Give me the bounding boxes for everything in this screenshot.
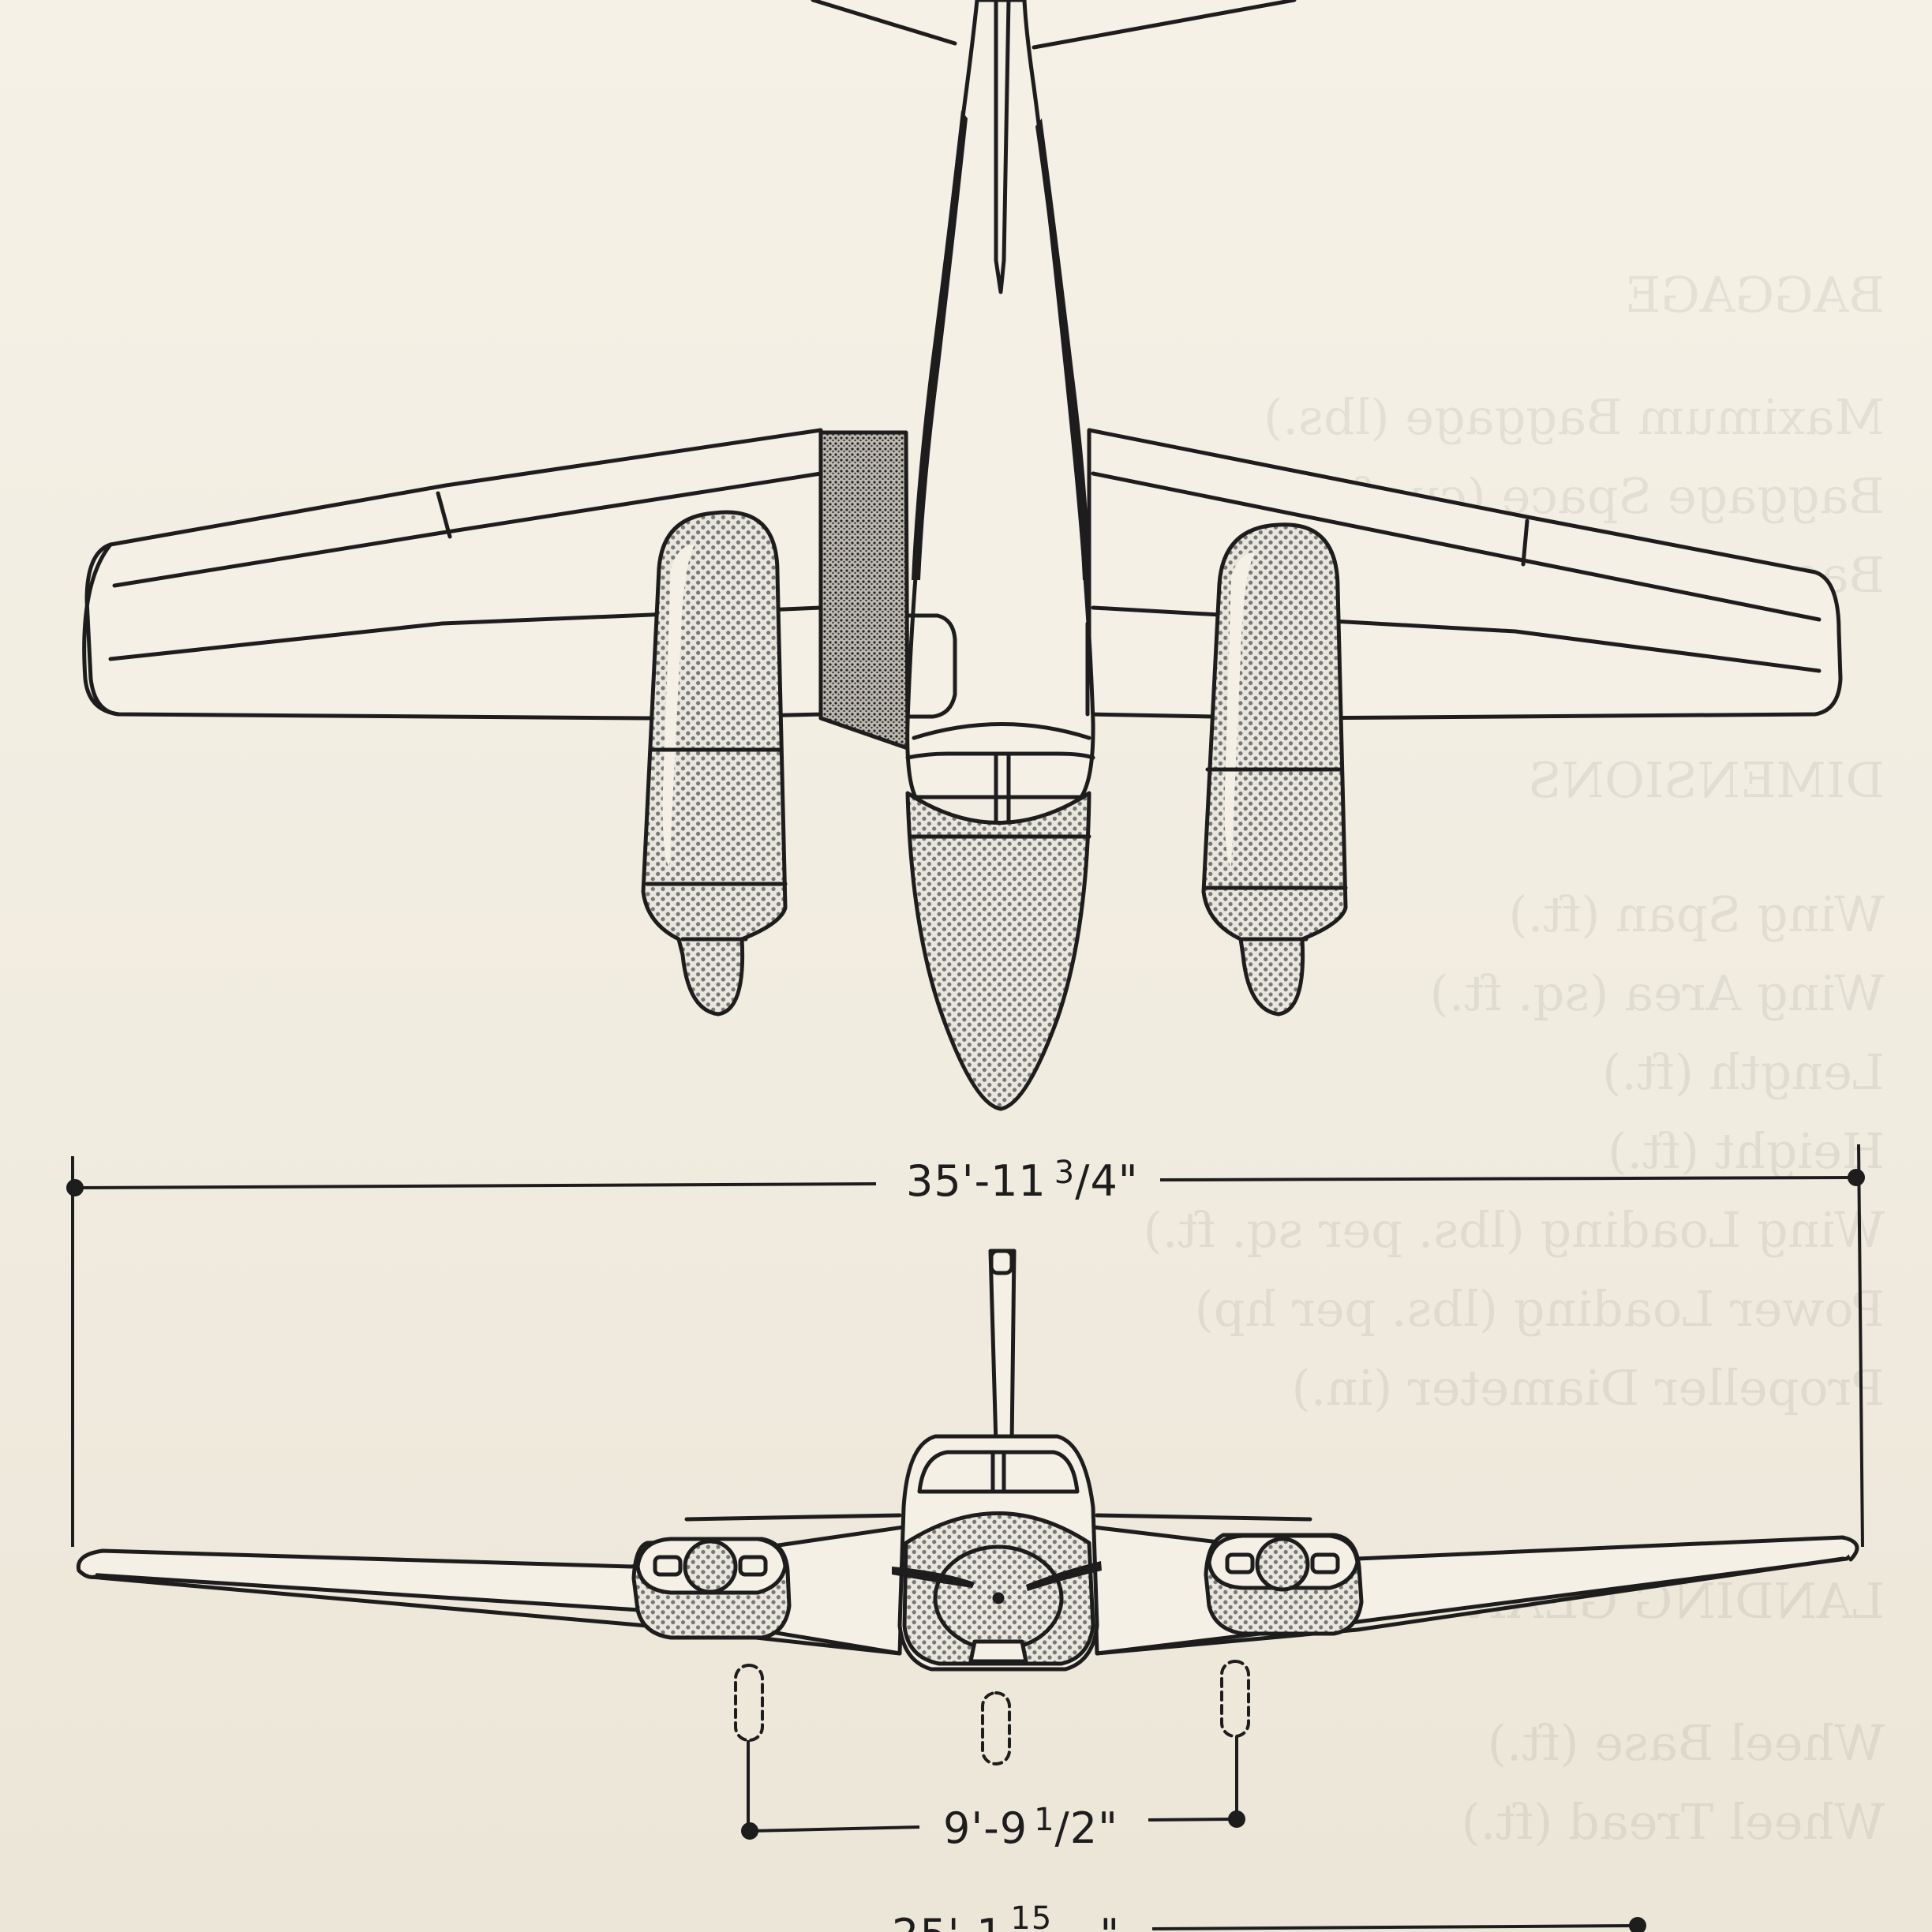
wingspan-line-right — [1159, 1176, 1857, 1181]
wing-root-line — [684, 1513, 1312, 1522]
wingspan-endpoint-left — [66, 1179, 84, 1196]
wingspan-inch-mark: " — [1118, 1156, 1139, 1206]
ghost-text: DIMENSIONS — [1528, 751, 1885, 809]
track-inch-mark: " — [1098, 1803, 1118, 1853]
nose-prop-blade-right — [1026, 1561, 1102, 1591]
nose-prop-blade-left — [892, 1567, 975, 1588]
partial-dimension — [1151, 1917, 1646, 1932]
phantom-landing-gear — [734, 1660, 1250, 1765]
horizontal-stabilizer — [811, 0, 1297, 50]
right-nacelle-highlight — [1224, 552, 1255, 868]
left-main-wheel-phantom — [734, 1664, 764, 1742]
wingspan-dash: - — [975, 1156, 991, 1206]
left-nacelle-panel-lines — [645, 747, 788, 942]
right-intake-left — [1225, 1552, 1255, 1574]
partial-dim-endpoint — [1629, 1917, 1646, 1932]
partial-dim-line — [1151, 1924, 1638, 1930]
ghost-text: BAGGAGE — [1625, 266, 1885, 324]
right-nacelle-panel-lines — [1204, 767, 1348, 942]
vertical-fin-line — [994, 0, 1011, 294]
nose-gear-door — [968, 1639, 1028, 1664]
left-wing-tip — [82, 542, 121, 717]
fuselage-shadow-left — [912, 110, 968, 580]
fuselage-shadow-right — [1035, 118, 1091, 580]
nose-cone — [905, 791, 1091, 1111]
track-inches: 9 — [1000, 1803, 1028, 1853]
windshield-front — [917, 1450, 1080, 1494]
wingspan-endpoint-right — [1848, 1169, 1865, 1186]
wing-walk-panel — [818, 430, 910, 751]
ghost-text: Propeller Diameter (in.) — [1291, 1359, 1885, 1417]
right-wingtip-cap — [1840, 1535, 1859, 1562]
track-line-right — [1148, 1818, 1236, 1822]
partial-dash: - — [960, 1910, 977, 1932]
windshield-front-centerpost — [990, 1450, 1006, 1494]
left-nacelle-highlight — [662, 545, 695, 868]
cabin-door — [905, 613, 957, 719]
wingspan-extension-right — [1857, 1144, 1864, 1548]
track-feet: 9' — [943, 1803, 983, 1853]
track-fraction-slash: / — [1055, 1803, 1070, 1853]
fin-tip-light — [989, 1249, 1014, 1275]
ghost-text: Wing Span (ft.) — [1508, 886, 1885, 943]
right-intake-right — [1310, 1552, 1340, 1574]
partial-feet: 25' — [892, 1910, 960, 1932]
front-view — [76, 1249, 1859, 1765]
left-intake-right — [738, 1555, 768, 1577]
wingspan-feet: 35' — [906, 1156, 975, 1206]
track-dash: - — [983, 1803, 1000, 1853]
wingspan-fraction-num: 3 — [1054, 1155, 1075, 1191]
partial-dim-label: 25'-1 15 " — [892, 1900, 1120, 1932]
ghost-text: Maximum Baggage (lbs.) — [1264, 388, 1885, 446]
left-wingtip-cap — [76, 1548, 105, 1579]
ghost-text: Wing Loading (lbs. per sq. ft.) — [1144, 1201, 1885, 1259]
vertical-fin-front — [988, 1249, 1017, 1447]
right-spinner — [1255, 1537, 1310, 1592]
wingspan-inches: 11 — [990, 1156, 1046, 1206]
partial-inch-mark: " — [1099, 1910, 1120, 1932]
ghost-text: Wheel Base (ft.) — [1488, 1714, 1885, 1772]
right-main-wheel-phantom — [1220, 1660, 1250, 1738]
left-aileron-break — [436, 491, 452, 539]
wingspan-fraction-slash: / — [1075, 1156, 1090, 1206]
show-through-text-group: BAGGAGE Maximum Baggage (lbs.) Baggage S… — [1144, 266, 1885, 1851]
nose-front — [902, 1511, 1095, 1666]
windshield-centerpost — [994, 751, 1011, 823]
right-wing-front-lower — [1095, 1556, 1845, 1656]
ghost-text: Wheel Tread (ft.) — [1461, 1793, 1885, 1851]
left-spinner — [683, 1539, 738, 1594]
wingspan-line-left — [74, 1182, 877, 1189]
partial-fraction-num: 15 — [1010, 1900, 1052, 1932]
track-fraction-den: 2 — [1070, 1803, 1098, 1853]
right-aileron-break — [1521, 519, 1530, 567]
nose-spinner — [992, 1592, 1005, 1604]
ghost-text: Power Loading (lbs. per hp) — [1195, 1280, 1885, 1338]
track-line-left — [749, 1825, 920, 1833]
windshield-frame — [905, 722, 1095, 760]
top-view — [82, 0, 1843, 1111]
gear-track-dimension — [741, 1736, 1245, 1840]
left-intake-left — [653, 1555, 683, 1577]
left-aileron-line — [112, 471, 823, 588]
ghost-text: Length (ft.) — [1602, 1043, 1885, 1101]
wingspan-fraction-den: 4 — [1090, 1156, 1118, 1206]
track-endpoint-right — [1228, 1810, 1245, 1828]
track-fraction-num: 1 — [1034, 1802, 1054, 1838]
nose-wheel-phantom — [981, 1691, 1011, 1765]
partial-inches: 1 — [976, 1910, 1004, 1932]
ghost-text: Height (ft.) — [1608, 1122, 1885, 1180]
ghost-text: Wing Area (sq. ft.) — [1430, 964, 1885, 1022]
wingspan-dimension — [66, 1144, 1865, 1548]
track-endpoint-left — [741, 1822, 758, 1840]
